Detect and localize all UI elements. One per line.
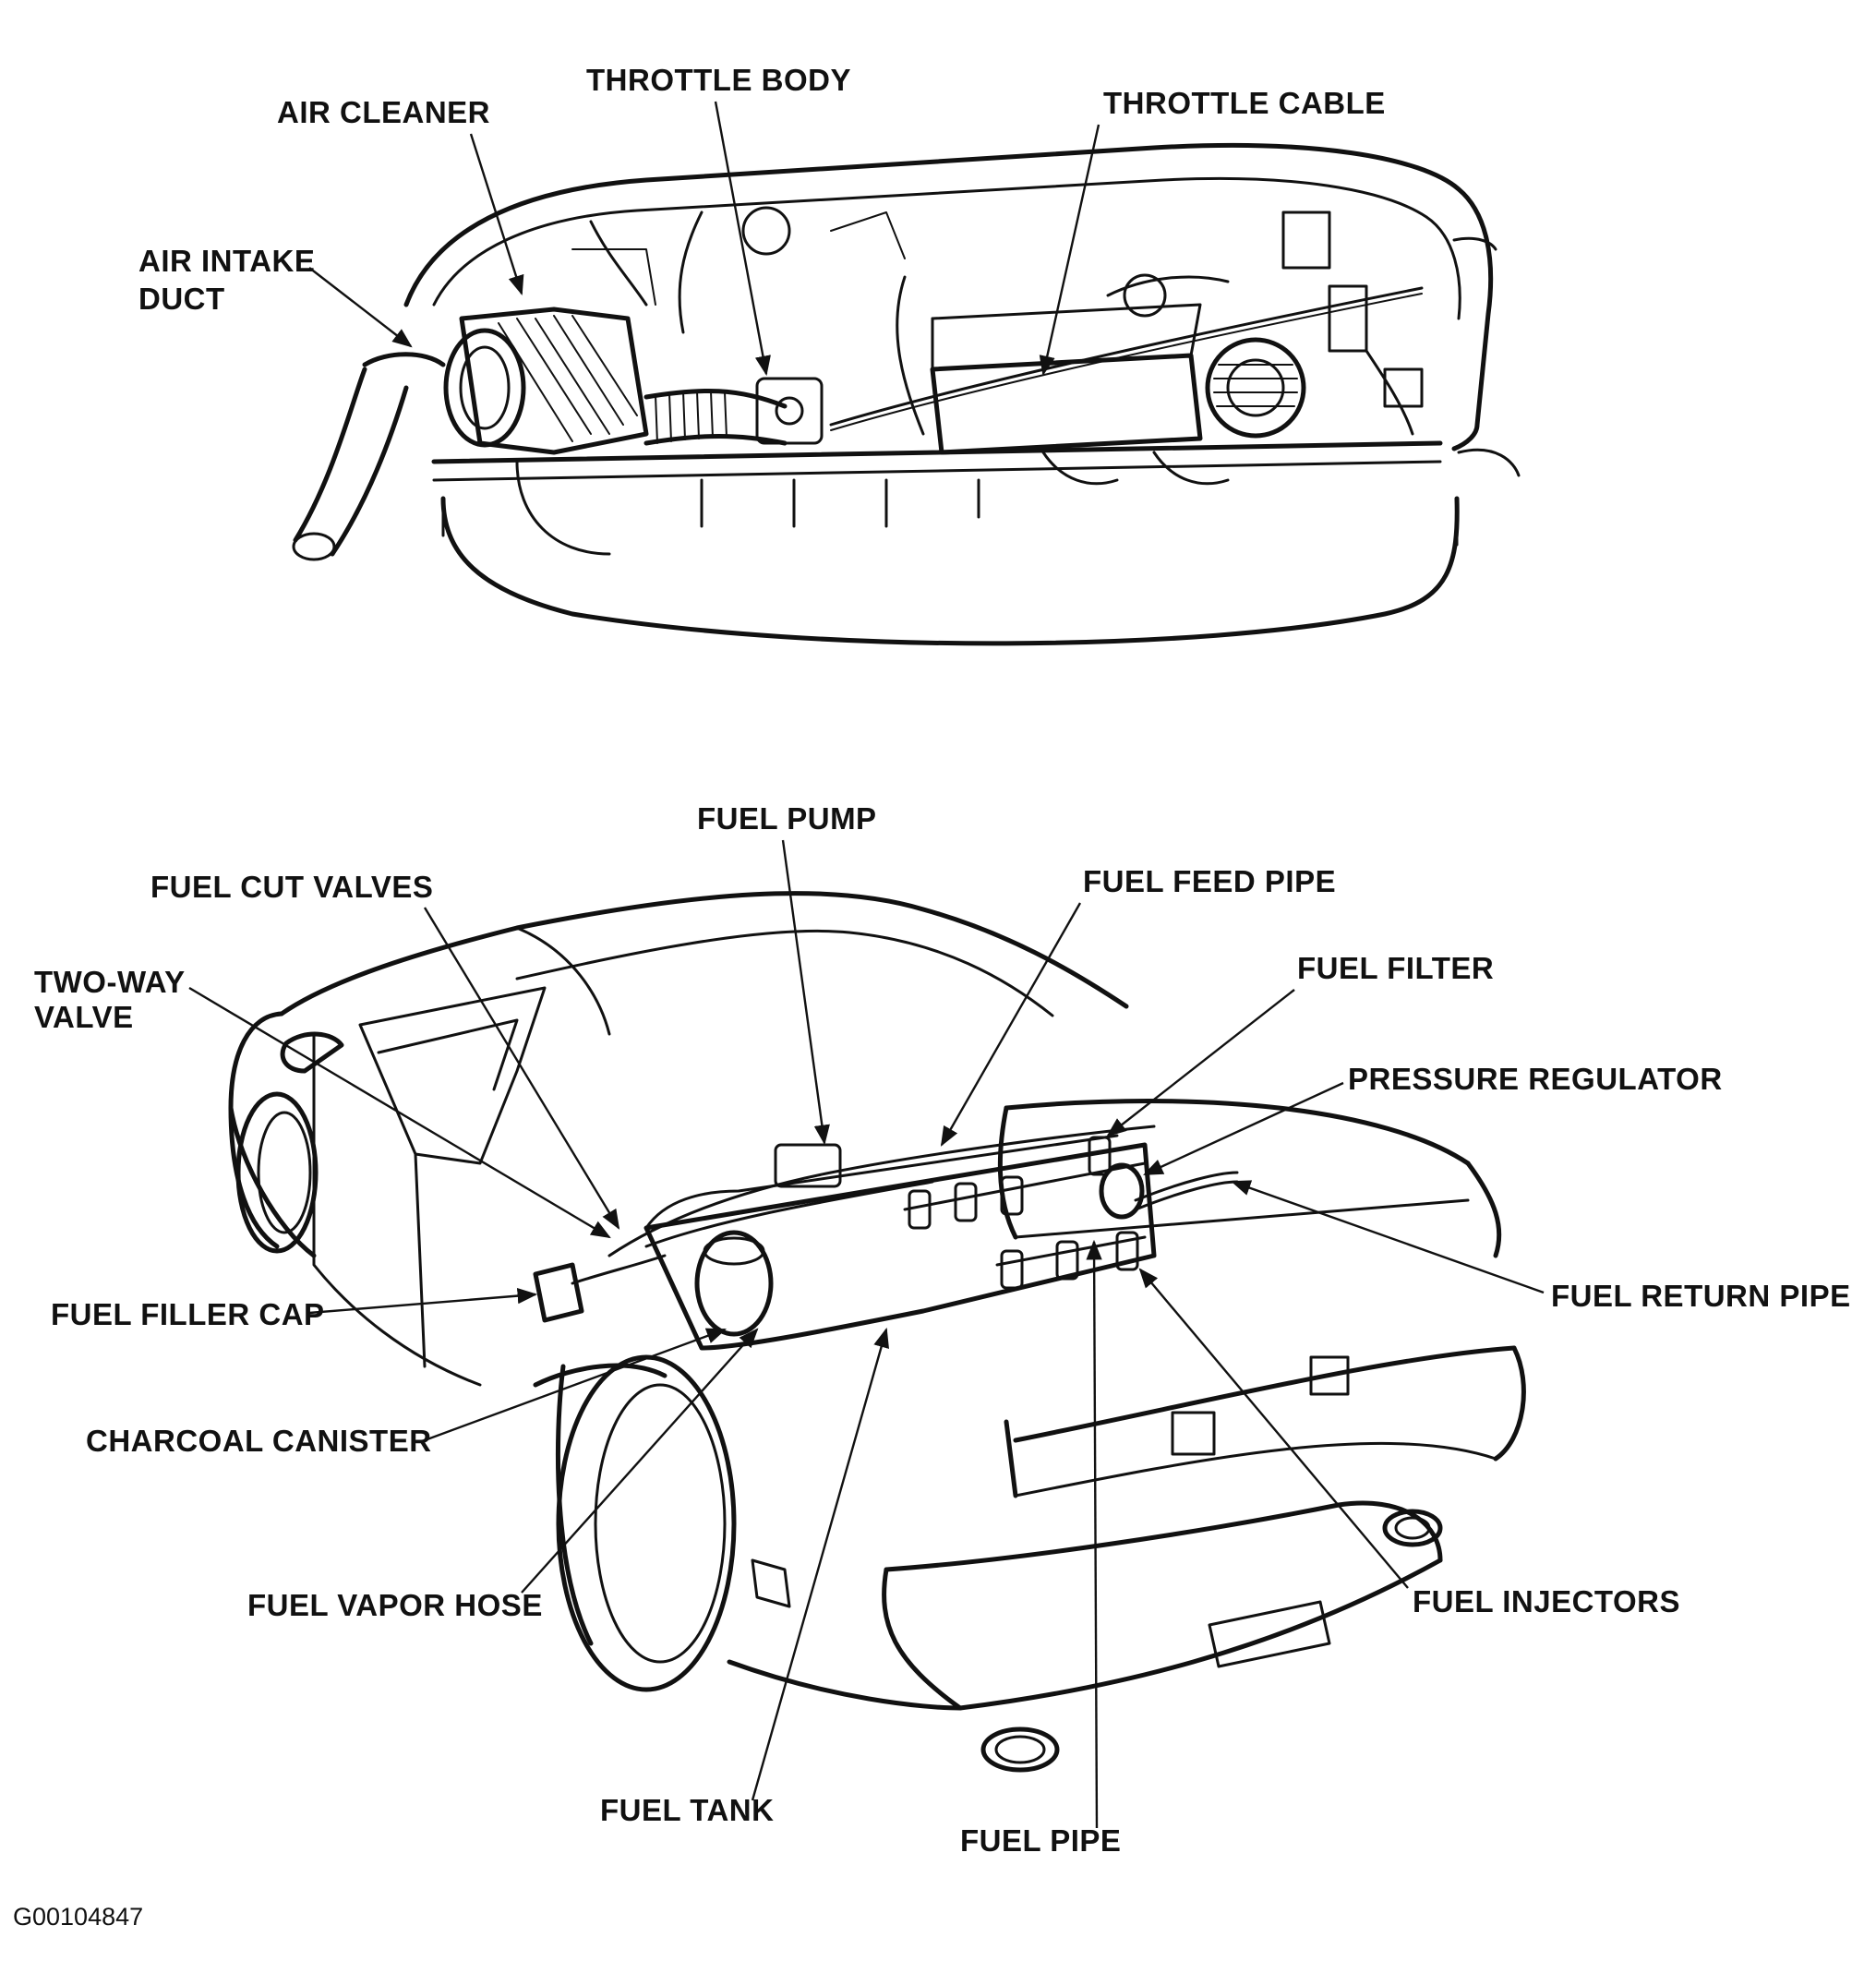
fuel-pipe-leader bbox=[1086, 1239, 1102, 1829]
throttle-cable-label: THROTTLE CABLE bbox=[1103, 86, 1386, 120]
fuel-pump-leader bbox=[781, 839, 830, 1146]
fuel-filler-cap-leader bbox=[308, 1287, 538, 1315]
fuel-system-callouts: FUEL PUMP FUEL CUT VALVES FUEL FEED PIPE… bbox=[34, 801, 1851, 1858]
fuel-return-pipe-leader bbox=[1230, 1180, 1545, 1294]
air-intake-duct-label-line2: DUCT bbox=[138, 282, 225, 316]
fuel-filter-label: FUEL FILTER bbox=[1297, 951, 1494, 985]
injector-row-lower bbox=[1000, 1231, 1139, 1290]
fuel-feed-pipe-leader bbox=[940, 902, 1082, 1147]
fuel-tank-label: FUEL TANK bbox=[600, 1793, 774, 1827]
engine-bay-illustration bbox=[292, 142, 1521, 646]
air-intake-duct-leader bbox=[308, 267, 413, 348]
air-cleaner-label: AIR CLEANER bbox=[277, 95, 490, 129]
fuel-tank-leader bbox=[751, 1327, 889, 1801]
fuel-cut-valves-label: FUEL CUT VALVES bbox=[150, 870, 433, 904]
two-way-valve-label-line2: VALVE bbox=[34, 1000, 134, 1034]
throttle-cable-leader bbox=[1039, 124, 1100, 377]
fuel-injectors-label: FUEL INJECTORS bbox=[1413, 1584, 1680, 1618]
fuel-cut-valves-leader bbox=[423, 907, 620, 1230]
figure-code: G00104847 bbox=[13, 1903, 143, 1931]
fuel-pipe-label: FUEL PIPE bbox=[960, 1823, 1121, 1858]
two-way-valve-leader bbox=[188, 986, 611, 1239]
air-intake-duct-label: AIR INTAKE bbox=[138, 244, 315, 278]
fuel-vapor-hose-label: FUEL VAPOR HOSE bbox=[247, 1588, 543, 1622]
charcoal-canister-label: CHARCOAL CANISTER bbox=[86, 1424, 432, 1458]
fuel-pump-label: FUEL PUMP bbox=[697, 801, 877, 836]
fuel-return-pipe-label: FUEL RETURN PIPE bbox=[1551, 1279, 1851, 1313]
fuel-feed-pipe-label: FUEL FEED PIPE bbox=[1083, 864, 1336, 898]
engine-callouts: AIR CLEANER THROTTLE BODY THROTTLE CABLE… bbox=[138, 63, 1386, 377]
charcoal-canister-leader bbox=[424, 1328, 728, 1442]
fuel-filter-leader bbox=[1106, 989, 1295, 1137]
throttle-body-label: THROTTLE BODY bbox=[586, 63, 851, 97]
two-way-valve-label: TWO-WAY bbox=[34, 965, 186, 999]
air-cleaner-leader bbox=[469, 133, 524, 296]
fuel-vapor-hose-leader bbox=[521, 1328, 759, 1594]
fuel-filler-cap-label: FUEL FILLER CAP bbox=[51, 1297, 325, 1331]
fuel-injectors-leader bbox=[1138, 1268, 1409, 1589]
throttle-body-leader bbox=[714, 101, 771, 377]
pressure-regulator-label: PRESSURE REGULATOR bbox=[1348, 1062, 1723, 1096]
car-illustration bbox=[228, 891, 1526, 1773]
pressure-regulator-leader bbox=[1143, 1081, 1344, 1176]
